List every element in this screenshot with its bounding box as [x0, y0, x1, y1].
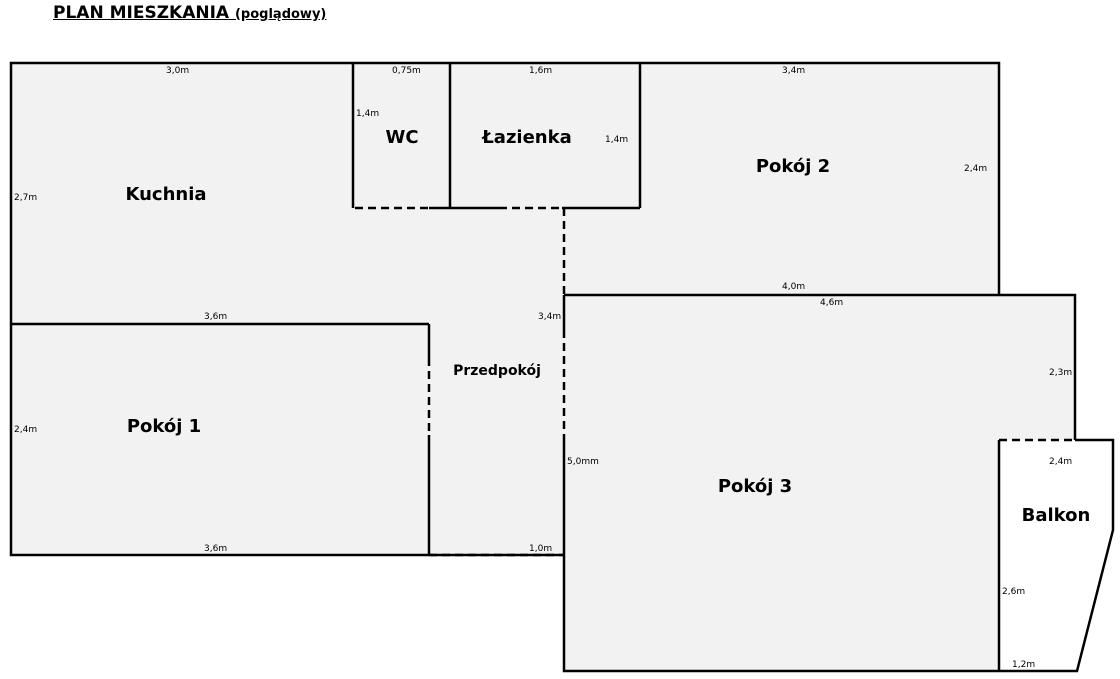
dimension-label: 2,4m — [964, 164, 988, 174]
dimension-label: 1,0m — [529, 544, 553, 554]
dimension-label: 2,4m — [1049, 457, 1073, 467]
dimension-label: 1,4m — [356, 109, 380, 119]
room-label-przedpokoj: Przedpokój — [453, 363, 541, 379]
outer-wall-top — [9, 61, 1001, 557]
dimension-label: 4,6m — [820, 298, 844, 308]
dimension-label: 2,4m — [14, 425, 38, 435]
dimension-label: 4,0m — [782, 282, 806, 292]
dimension-label: 0,75m — [392, 66, 421, 76]
dimension-label: 2,3m — [1049, 368, 1073, 378]
room-label-pokoj2: Pokój 2 — [755, 156, 831, 177]
balkon-fill — [999, 440, 1113, 671]
dimension-label: 3,4m — [538, 312, 562, 322]
room-label-kuchnia: Kuchnia — [125, 184, 207, 205]
left-block-fill — [11, 63, 564, 555]
pokoj3-walls — [562, 438, 1115, 673]
dimension-label: 2,6m — [1002, 587, 1026, 597]
room-label-lazienka: Łazienka — [482, 127, 572, 148]
room-label-balkon: Balkon — [1021, 505, 1091, 526]
page-title: PLAN MIESZKANIA (poglądowy) — [53, 3, 326, 23]
dimension-label: 1,4m — [605, 135, 629, 145]
dimension-label: 1,2m — [1012, 660, 1036, 670]
dimension-label: 3,6m — [204, 312, 228, 322]
dimension-label: 5,0mm — [567, 457, 599, 467]
pokoj3-fill — [564, 295, 1075, 671]
dimension-label: 2,7m — [14, 193, 38, 203]
dimension-label: 3,0m — [166, 66, 190, 76]
room-label-wc: WC — [385, 127, 419, 148]
dimension-label: 3,4m — [782, 66, 806, 76]
room-label-pokoj3: Pokój 3 — [717, 476, 793, 497]
dimension-label: 1,6m — [529, 66, 553, 76]
pokoj3-walls — [564, 293, 1077, 440]
title-main: PLAN MIESZKANIA — [53, 3, 230, 23]
title-sub: (poglądowy) — [234, 7, 327, 22]
dimension-label: 3,6m — [204, 544, 228, 554]
room-label-pokoj1: Pokój 1 — [126, 416, 202, 437]
